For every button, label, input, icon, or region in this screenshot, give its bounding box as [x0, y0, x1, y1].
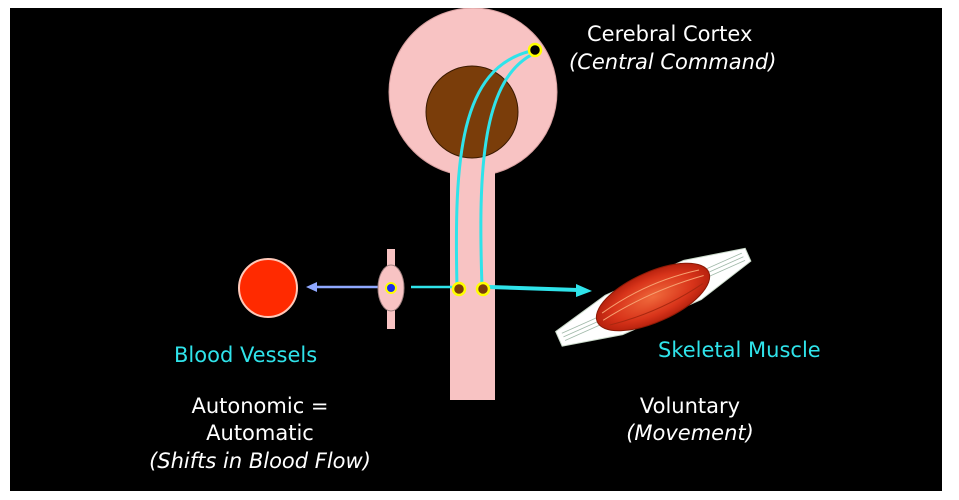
muscle-arrowhead: [576, 284, 592, 297]
cortex-title: Cerebral Cortex: [587, 21, 752, 47]
blood-vessels-label: Blood Vessels: [174, 342, 317, 368]
cortex-neuron: [529, 44, 541, 56]
voluntary-label-line2: (Movement): [590, 420, 790, 446]
motor-neuron: [477, 283, 489, 295]
autonomic-label-line2: Automatic: [140, 420, 380, 446]
voluntary-label-line1: Voluntary: [590, 393, 790, 419]
autonomic-label-line1: Autonomic =: [140, 393, 380, 419]
muscle-arrow: [489, 287, 578, 290]
blood-vessel: [239, 259, 297, 317]
autonomic-arrowhead: [306, 282, 317, 292]
cortex-subtitle: (Central Command): [569, 49, 776, 75]
diagram-slide: Cerebral Cortex (Central Command) Blood …: [10, 8, 942, 491]
skeletal-muscle-label: Skeletal Muscle: [658, 337, 821, 363]
ganglion-neuron: [386, 283, 396, 293]
autonomic-label-line3: (Shifts in Blood Flow): [105, 448, 415, 474]
autonomic-neuron: [453, 283, 465, 295]
